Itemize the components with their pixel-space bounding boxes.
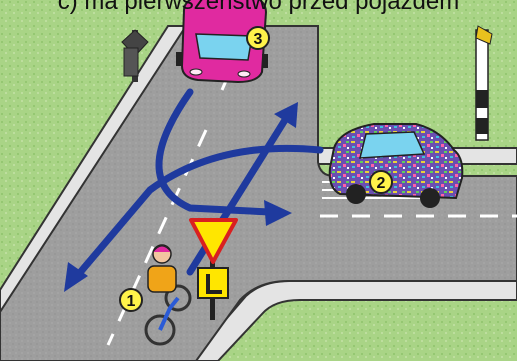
caption-text: c) ma pierwszeństwo przed pojazdem (0, 0, 517, 15)
marker-label-2: 2 (377, 175, 386, 192)
marker-pink-car: 3 (247, 27, 269, 49)
marker-label-3: 3 (254, 31, 263, 48)
silver-car (330, 124, 463, 208)
marker-silver-car: 2 (370, 171, 392, 193)
marker-label-1: 1 (127, 293, 136, 310)
marker-cyclist: 1 (120, 289, 142, 311)
